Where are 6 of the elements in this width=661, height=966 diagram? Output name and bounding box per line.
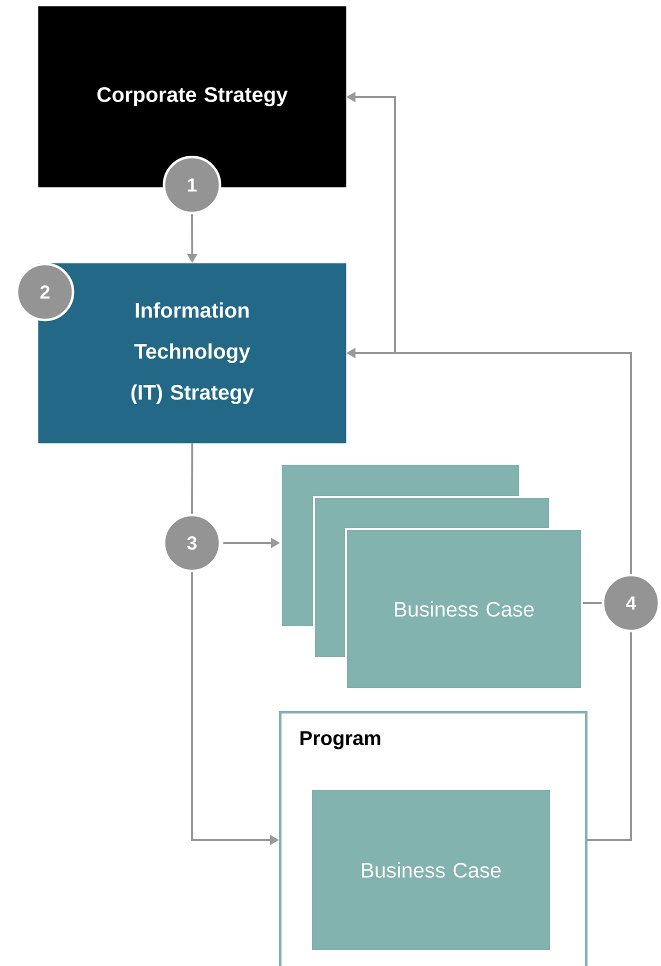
number-badge: 3 <box>162 514 222 572</box>
number-badge: 4 <box>602 574 660 632</box>
number-badge: 1 <box>162 156 222 214</box>
business-case-box: Business Case <box>310 788 552 952</box>
document-card: Business Case <box>345 528 583 690</box>
number-badge: 2 <box>16 262 74 322</box>
